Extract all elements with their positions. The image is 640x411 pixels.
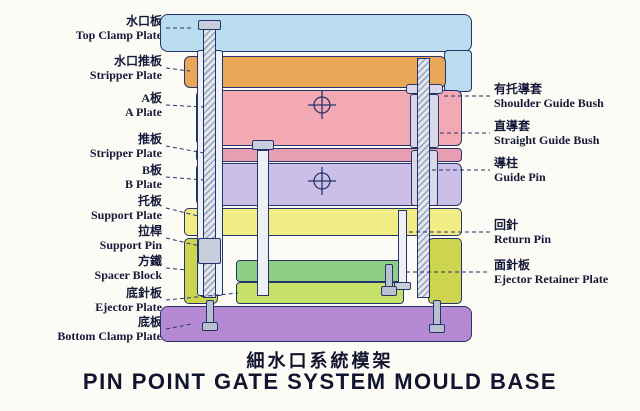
stripper-plate-top — [184, 56, 446, 88]
label-zh: A板 — [141, 91, 162, 105]
label-bottom-clamp-plate: 底板 Bottom Clamp Plate — [7, 315, 162, 343]
stripper-rod-head — [252, 140, 274, 150]
label-zh: 回針 — [494, 218, 519, 232]
label-top-clamp-plate: 水口板 Top Clamp Plate — [7, 14, 162, 42]
top-clamp-step — [444, 50, 472, 92]
label-en: Stripper Plate — [89, 146, 162, 160]
support-plate — [184, 208, 462, 236]
label-en: Straight Guide Bush — [494, 133, 600, 147]
label-stripper-plate: 推板 Stripper Plate — [7, 132, 162, 160]
ejector-screw-shaft — [385, 264, 393, 288]
label-zh: 水口推板 — [113, 54, 162, 68]
ejector-screw-head — [381, 286, 397, 296]
diagram-title-zh: 細水口系統模架 — [246, 351, 394, 371]
label-support-plate: 托板 Support Plate — [7, 194, 162, 222]
label-ejector-retainer-plate: 面針板 Ejector Retainer Plate — [494, 258, 640, 286]
diagram-title-en: PIN POINT GATE SYSTEM MOULD BASE — [82, 369, 558, 394]
label-en: Support Plate — [90, 208, 162, 222]
label-zh: 直導套 — [494, 119, 531, 133]
bottom-screw-shaft — [433, 300, 441, 326]
support-pin-sleeve — [198, 238, 221, 264]
label-en: Top Clamp Plate — [75, 28, 162, 42]
label-ejector-plate: 底針板 Ejector Plate — [7, 286, 162, 314]
label-en: B Plate — [125, 177, 162, 191]
label-en: Bottom Clamp Plate — [57, 329, 162, 343]
screw-head-left — [202, 322, 218, 331]
label-b-plate: B板 B Plate — [7, 163, 162, 191]
label-zh: 水口板 — [125, 14, 162, 28]
label-zh: 推板 — [137, 132, 162, 146]
label-en: Ejector Retainer Plate — [494, 272, 609, 286]
label-en: Stripper Plate — [89, 68, 162, 82]
label-zh: 底針板 — [125, 286, 162, 300]
stripper-pull-rod — [257, 150, 269, 296]
label-shoulder-guide-bush: 有托導套 Shoulder Guide Bush — [494, 82, 640, 110]
label-support-pin: 拉桿 Support Pin — [7, 224, 162, 252]
label-en: Return Pin — [494, 232, 551, 246]
support-pin-head — [198, 20, 221, 30]
guide-pin-rod — [417, 58, 430, 298]
spacer-block-right — [428, 238, 462, 304]
label-zh: 底板 — [137, 315, 162, 329]
label-zh: 有托導套 — [494, 82, 543, 96]
label-zh: 托板 — [137, 194, 162, 208]
label-stripper-plate-top: 水口推板 Stripper Plate — [7, 54, 162, 82]
label-zh: 面針板 — [494, 258, 531, 272]
screw-shaft-left — [206, 300, 214, 324]
label-en: Support Pin — [99, 238, 162, 252]
label-zh: B板 — [141, 163, 162, 177]
label-return-pin: 回針 Return Pin — [494, 218, 640, 246]
label-zh: 導柱 — [494, 156, 519, 170]
label-en: Guide Pin — [494, 170, 546, 184]
label-en: Ejector Plate — [95, 300, 162, 314]
label-en: Spacer Block — [94, 268, 162, 282]
label-guide-pin: 導柱 Guide Pin — [494, 156, 640, 184]
label-spacer-block: 方鐵 Spacer Block — [7, 254, 162, 282]
bottom-screw-head — [429, 324, 445, 333]
label-straight-guide-bush: 直導套 Straight Guide Bush — [494, 119, 640, 147]
label-zh: 拉桿 — [137, 224, 162, 238]
label-en: A Plate — [125, 105, 162, 119]
return-pin — [398, 210, 407, 284]
label-a-plate: A板 A Plate — [7, 91, 162, 119]
label-en: Shoulder Guide Bush — [494, 96, 604, 110]
label-zh: 方鐵 — [137, 254, 162, 268]
